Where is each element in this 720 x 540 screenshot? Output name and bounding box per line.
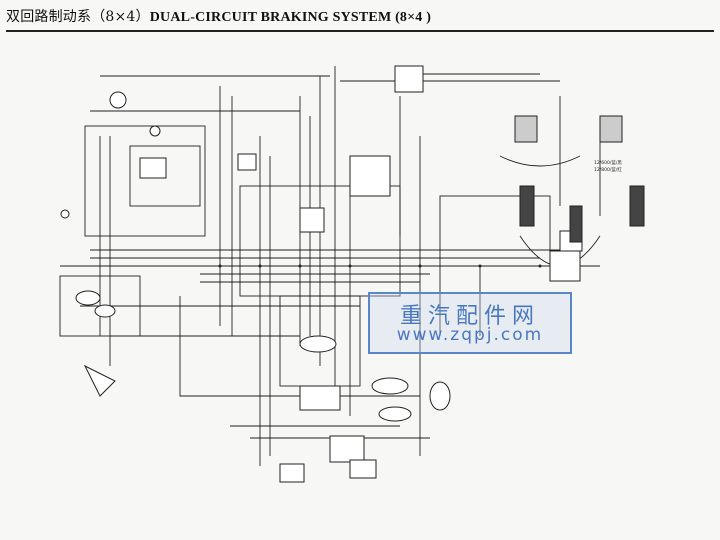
junction-dot [418, 264, 422, 268]
air-tank [75, 290, 101, 306]
air-tank [378, 406, 412, 422]
watermark-cn: 重汽配件网 [399, 304, 540, 329]
title-en: DUAL-CIRCUIT BRAKING SYSTEM (8×4 ) [149, 10, 432, 25]
valve-block [279, 463, 305, 483]
brake-chamber [569, 205, 583, 243]
air-tank [429, 381, 451, 411]
valve-block [139, 157, 167, 179]
circuit-loop [59, 275, 141, 337]
brake-chamber [519, 185, 535, 227]
gauge [149, 125, 161, 137]
valve-block [237, 153, 257, 171]
junction-dot [538, 264, 542, 268]
brake-system-schematic: 12/600/蓝/黑 12/800/蓝/红 [59, 65, 645, 483]
pedal-outline [83, 364, 116, 397]
air-reservoir-valve [109, 91, 127, 109]
title-rule [6, 30, 714, 32]
circuit-loop [129, 145, 201, 207]
watermark: 重汽配件网 www.zqpj.com [368, 292, 572, 354]
gauge [60, 209, 70, 219]
watermark-url: www.zqpj.com [396, 325, 544, 345]
circuit-loop [84, 125, 206, 237]
wire-label: 12/600/蓝/黑 [594, 159, 622, 166]
circuit-loop [439, 195, 551, 267]
valve-block [349, 155, 391, 197]
junction-dot [298, 264, 302, 268]
junction-dot [478, 264, 482, 268]
title-cn: 双回路制动系（8×4） [6, 9, 150, 25]
valve-block [299, 385, 341, 411]
wire-label: 12/800/蓝/红 [594, 166, 622, 173]
valve-block [514, 115, 538, 143]
air-tank [299, 335, 337, 353]
junction-dot [258, 264, 262, 268]
air-tank [371, 377, 409, 395]
valve-block [599, 115, 623, 143]
circuit-loop [499, 155, 581, 167]
page-title: 双回路制动系（8×4）DUAL-CIRCUIT BRAKING SYSTEM (… [6, 6, 431, 26]
junction-dot [348, 264, 352, 268]
brake-chamber [549, 250, 581, 282]
valve-block [349, 459, 377, 479]
junction-dot [218, 264, 222, 268]
valve-block [299, 207, 325, 233]
valve-block [329, 435, 365, 463]
brake-chamber [629, 185, 645, 227]
valve-block [394, 65, 424, 93]
air-tank [94, 304, 116, 318]
